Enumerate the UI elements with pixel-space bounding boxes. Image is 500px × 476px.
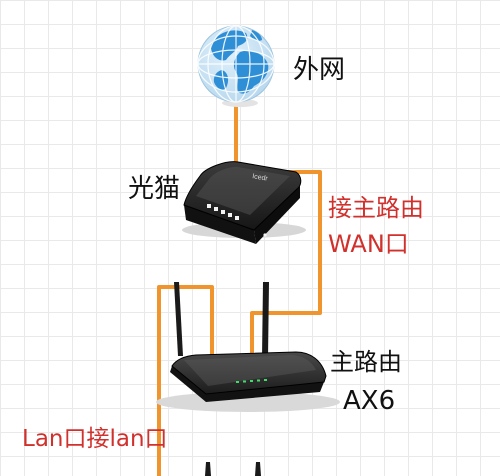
router-label-line1: 主路由: [330, 348, 402, 376]
globe-icon: [197, 25, 275, 107]
internet-label: 外网: [293, 55, 346, 85]
antenna-left-icon: [205, 462, 211, 476]
wan-note-line2: WAN口: [328, 230, 409, 258]
lan-note: Lan口接lan口: [22, 426, 168, 452]
modem-indicator-lights: [207, 204, 239, 220]
router-partial-icon: [205, 462, 261, 476]
cables: [157, 102, 322, 476]
cable-router-lan-to-secondary: [157, 285, 214, 476]
modem-brand: Icedr: [252, 173, 269, 183]
antenna-right-icon: [262, 282, 269, 358]
wan-note-line1: 接主路由: [328, 194, 424, 222]
router-label-line2: AX6: [343, 386, 396, 416]
router-icon: [156, 282, 340, 412]
router-indicator-lights: [236, 379, 267, 383]
antenna-right-icon: [255, 462, 261, 476]
modem-label: 光猫: [128, 174, 181, 204]
cable-modem-to-router-wan: [250, 170, 322, 360]
modem-icon: Icedr: [182, 161, 306, 244]
antenna-left-icon: [174, 282, 183, 356]
